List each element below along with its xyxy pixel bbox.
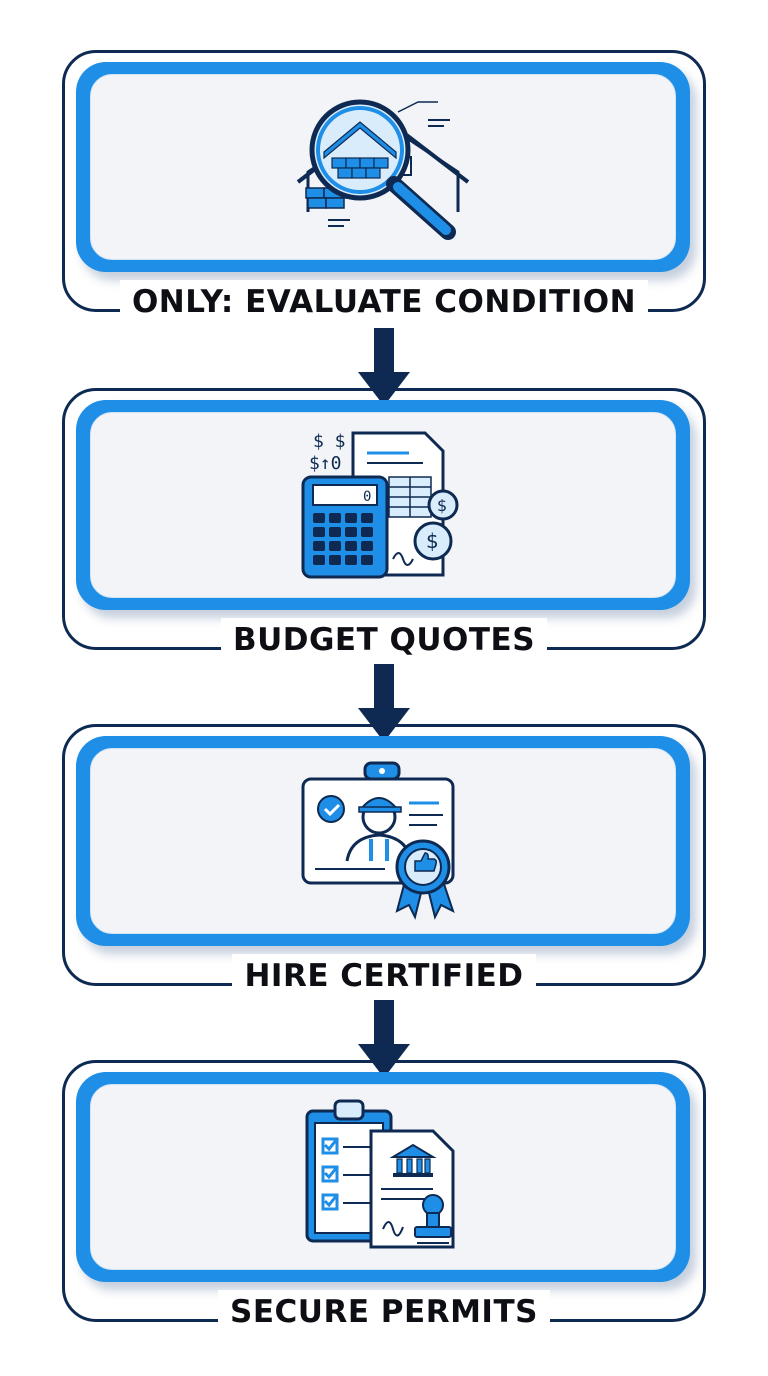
step-label: SECURE PERMITS [62,1290,706,1334]
step-card [76,1072,690,1282]
step-hire-certified: HIRE CERTIFIED [62,724,706,998]
step-card [76,62,690,272]
step-panel [90,748,676,934]
step-label-text: BUDGET QUOTES [220,618,548,662]
calculator-display: 0 [363,489,371,505]
certified-contractor-id-badge-icon [301,761,455,920]
digit-symbols: $↑0 [309,453,342,474]
step-label-text: HIRE CERTIFIED [232,954,536,998]
coin-dollar: $ [426,529,439,553]
step-evaluate-condition: ONLY: EVALUATE CONDITION [62,50,706,324]
step-secure-permits: SECURE PERMITS [62,1060,706,1334]
step-label-text: SECURE PERMITS [218,1290,550,1334]
step-panel [90,74,676,260]
step-label-text: ONLY: EVALUATE CONDITION [119,280,649,324]
dollar-symbols: $ $ [313,431,346,452]
step-label: BUDGET QUOTES [62,618,706,662]
calculator-quote-document-icon: $ $ $↑0 0 [301,431,459,579]
step-panel: $ $ $↑0 0 [90,412,676,598]
step-label: ONLY: EVALUATE CONDITION [62,280,706,324]
coin-dollar: $ [437,496,447,515]
step-card: $ $ $↑0 0 [76,400,690,610]
permit-clipboard-stamp-icon [305,1099,455,1249]
step-budget-quotes: $ $ $↑0 0 [62,388,706,662]
magnifier-roof-inspection-icon [296,99,470,240]
step-panel [90,1084,676,1270]
step-card [76,736,690,946]
step-label: HIRE CERTIFIED [62,954,706,998]
